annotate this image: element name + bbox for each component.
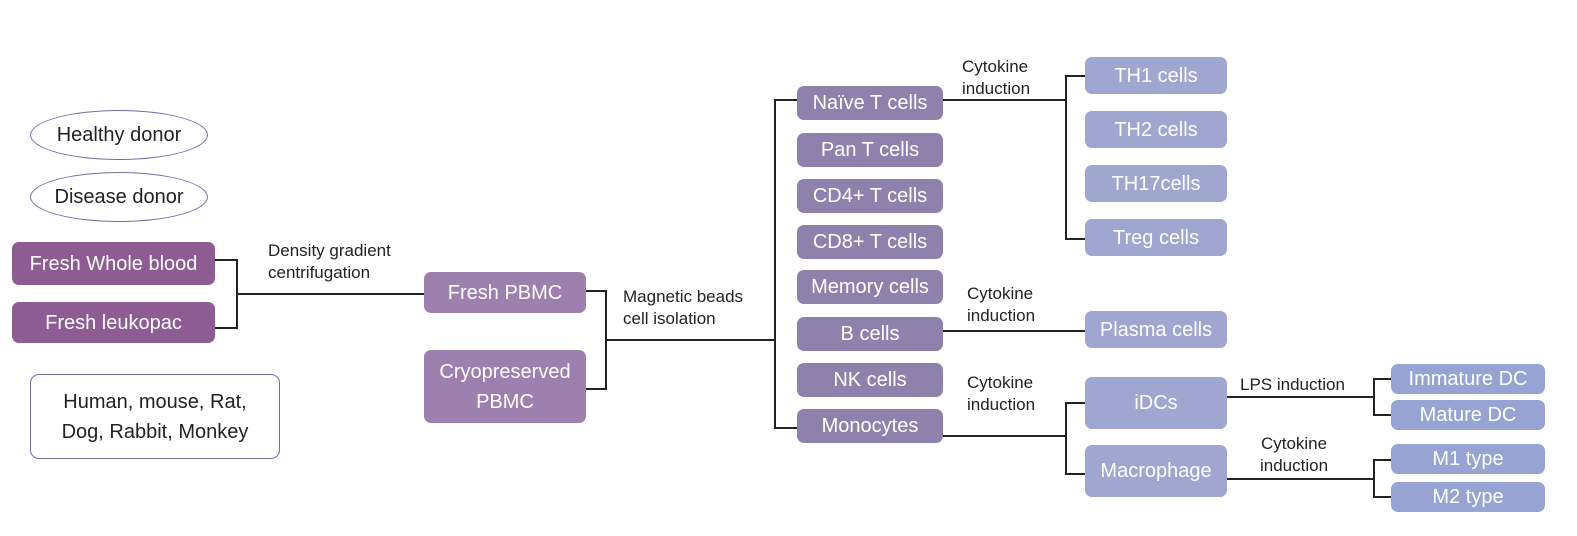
density-line-2: centrifugation xyxy=(268,263,371,283)
cytokine-induction-label-2: Cytokine induction xyxy=(967,283,1035,327)
immature-dc-box: Immature DC xyxy=(1391,364,1545,394)
monocytes-box: Monocytes xyxy=(797,409,943,443)
cd8-t-cells-box: CD8+ T cells xyxy=(797,225,943,259)
species-line-1: Human, mouse, Rat, xyxy=(63,390,247,413)
disease-donor-oval: Disease donor xyxy=(30,172,208,222)
b-cells-box: B cells xyxy=(797,317,943,351)
cytokine-induction-label-4: Cytokine induction xyxy=(1260,433,1328,477)
th1-cells-box: TH1 cells xyxy=(1085,57,1227,94)
density-gradient-label: Density gradient centrifugation xyxy=(268,240,391,284)
fresh-whole-blood-box: Fresh Whole blood xyxy=(12,242,215,285)
species-note: Human, mouse, Rat, Dog, Rabbit, Monkey xyxy=(30,374,280,459)
magnetic-beads-label: Magnetic beads cell isolation xyxy=(623,286,743,330)
magnetic-line-2: cell isolation xyxy=(623,309,716,329)
th2-cells-box: TH2 cells xyxy=(1085,111,1227,148)
cytokine2-line-1: Cytokine xyxy=(967,284,1034,303)
cryopreserved-pbmc-box: Cryopreserved PBMC xyxy=(424,350,586,423)
fresh-pbmc-box: Fresh PBMC xyxy=(424,272,586,313)
cytokine4-line-2: induction xyxy=(1260,456,1329,476)
pan-t-cells-box: Pan T cells xyxy=(797,133,943,167)
cytokine-induction-label-1: Cytokine induction xyxy=(962,56,1030,100)
lps-induction-label: LPS induction xyxy=(1240,375,1345,394)
cytokine2-line-2: induction xyxy=(967,306,1036,326)
cytokine1-line-2: induction xyxy=(962,79,1031,99)
idcs-box: iDCs xyxy=(1085,377,1227,429)
cytokine4-line-1: Cytokine xyxy=(1260,434,1328,453)
healthy-donor-oval: Healthy donor xyxy=(30,110,208,160)
nk-cells-box: NK cells xyxy=(797,363,943,397)
treg-cells-box: Treg cells xyxy=(1085,219,1227,256)
cryo-line-1: Cryopreserved xyxy=(439,360,571,383)
m2-type-box: M2 type xyxy=(1391,482,1545,512)
cryo-line-2: PBMC xyxy=(476,390,534,413)
cd4-t-cells-box: CD4+ T cells xyxy=(797,179,943,213)
cytokine3-line-2: induction xyxy=(967,395,1036,415)
fresh-leukopac-box: Fresh leukopac xyxy=(12,302,215,343)
magnetic-line-1: Magnetic beads xyxy=(623,287,744,306)
macrophage-box: Macrophage xyxy=(1085,445,1227,497)
plasma-cells-box: Plasma cells xyxy=(1085,311,1227,348)
cytokine-induction-label-3: Cytokine induction xyxy=(967,372,1035,416)
cytokine1-line-1: Cytokine xyxy=(962,57,1029,76)
mature-dc-box: Mature DC xyxy=(1391,400,1545,430)
healthy-donor-label: Healthy donor xyxy=(56,123,182,146)
memory-cells-box: Memory cells xyxy=(797,270,943,304)
naive-t-cells-box: Naïve T cells xyxy=(797,86,943,120)
th17-cells-box: TH17cells xyxy=(1085,165,1227,202)
m1-type-box: M1 type xyxy=(1391,444,1545,474)
species-line-2: Dog, Rabbit, Monkey xyxy=(61,420,249,443)
cytokine3-line-1: Cytokine xyxy=(967,373,1034,392)
disease-donor-label: Disease donor xyxy=(54,185,184,208)
density-line-1: Density gradient xyxy=(268,241,391,260)
